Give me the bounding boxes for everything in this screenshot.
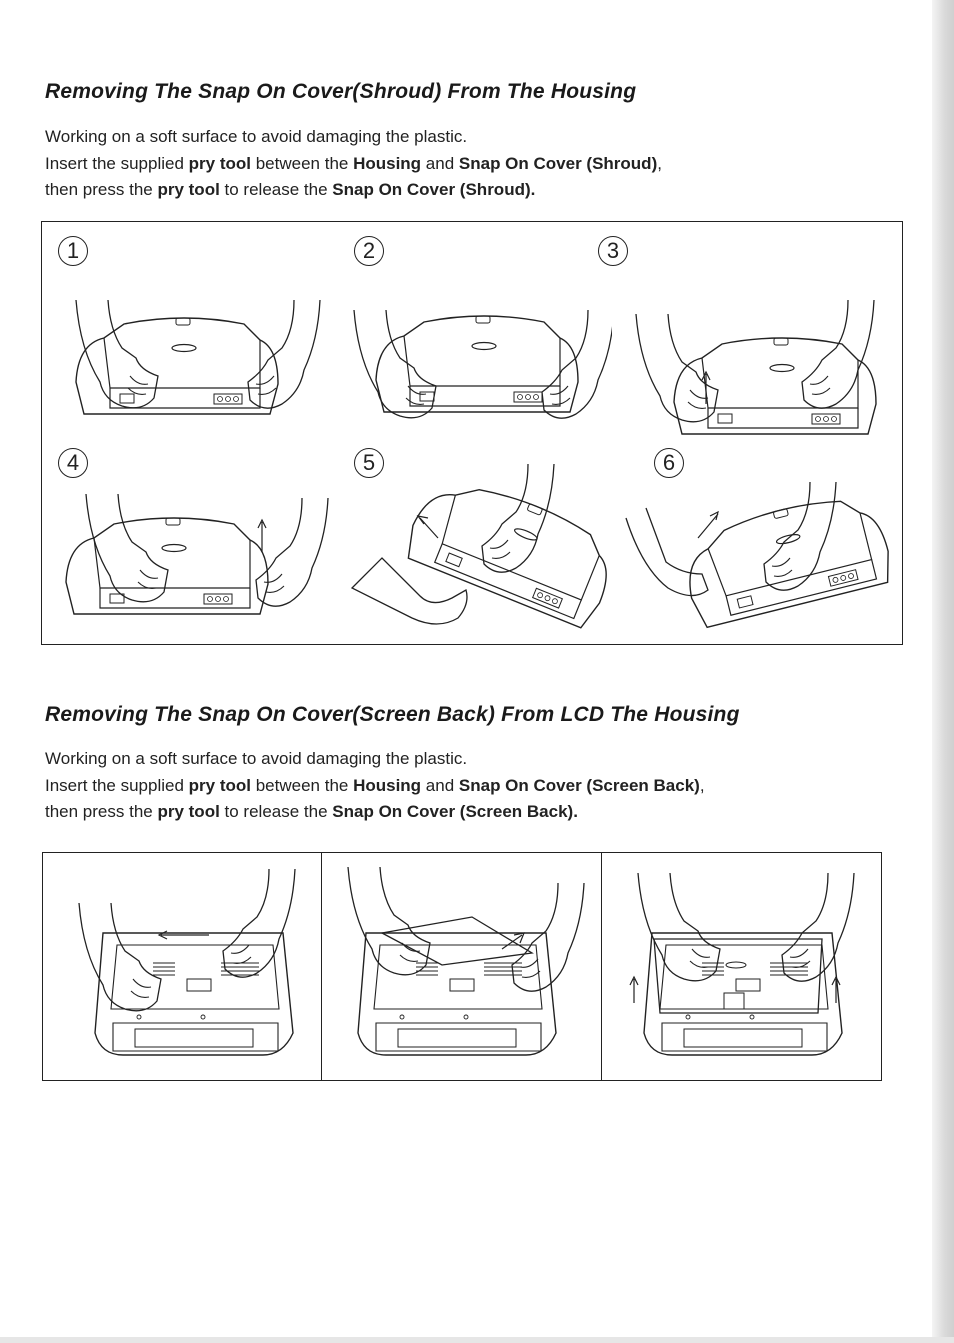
step-5-figure bbox=[350, 463, 625, 632]
lift-arrow-icon bbox=[629, 975, 639, 1003]
section2-cover-term: Snap On Cover (Screen Back). bbox=[332, 802, 578, 821]
section2-pry-tool-term: pry tool bbox=[188, 775, 251, 795]
section1-pry-tool-term: pry tool bbox=[157, 180, 220, 199]
section2-title: Removing The Snap On Cover(Screen Back) … bbox=[45, 703, 740, 726]
section1-line2-text: between the bbox=[251, 153, 354, 173]
lift-arrow-icon bbox=[416, 515, 439, 539]
section2-pry-tool-term: pry tool bbox=[157, 802, 220, 821]
section2-line2-text: between the bbox=[251, 775, 354, 795]
section2-line2-text: Insert the supplied bbox=[45, 775, 189, 795]
screen-back-panel-3 bbox=[601, 853, 880, 1080]
step-number-4: 4 bbox=[58, 448, 88, 478]
section1-line2-text: and bbox=[421, 153, 459, 173]
section2-line2-text: , bbox=[699, 775, 705, 795]
screen-back-panel-2 bbox=[321, 853, 601, 1080]
section1-cover-term: Snap On Cover (Shroud) bbox=[458, 153, 658, 173]
lift-arrow-icon bbox=[831, 975, 841, 1003]
section1-line3-text: to release the bbox=[219, 180, 333, 199]
page-bottom-edge bbox=[0, 1337, 954, 1343]
section1-pry-tool-term: pry tool bbox=[188, 153, 251, 173]
section1-cover-term: Snap On Cover (Shroud). bbox=[332, 180, 536, 199]
section1-line2-text: , bbox=[657, 153, 662, 173]
step-number-3: 3 bbox=[598, 236, 628, 266]
lift-arrow-icon bbox=[697, 510, 719, 539]
lift-arrow-icon bbox=[257, 518, 267, 552]
section1-instructions: Working on a soft surface to avoid damag… bbox=[45, 124, 662, 204]
step-number-6: 6 bbox=[654, 448, 684, 478]
page-edge-shadow bbox=[932, 0, 954, 1343]
shroud-removal-illustration: 1 2 3 4 5 6 bbox=[41, 221, 903, 645]
section1-line3-text: then press the bbox=[45, 180, 158, 199]
lift-arrow-icon bbox=[701, 370, 711, 404]
step-2-figure bbox=[353, 309, 612, 419]
section1-housing-term: Housing bbox=[353, 153, 422, 173]
screen-back-step-1-figure bbox=[78, 868, 296, 1056]
section2-cover-term: Snap On Cover (Screen Back) bbox=[458, 775, 700, 795]
screen-back-step-3-figure bbox=[629, 872, 855, 1056]
step-4-figure bbox=[65, 493, 329, 615]
step-1-figure bbox=[75, 299, 321, 415]
section1-line1: Working on a soft surface to avoid damag… bbox=[45, 127, 468, 146]
section2-line1: Working on a soft surface to avoid damag… bbox=[45, 749, 468, 768]
section2-line3-text: then press the bbox=[45, 802, 158, 821]
section2-line2-text: and bbox=[421, 775, 459, 795]
screen-back-removal-illustration bbox=[42, 852, 882, 1081]
screen-back-panel-1 bbox=[43, 853, 321, 1080]
lift-arrow-icon bbox=[501, 932, 525, 950]
section1-line2-text: Insert the supplied bbox=[45, 153, 189, 173]
step-number-1: 1 bbox=[58, 236, 88, 266]
screen-back-step-2-figure bbox=[347, 866, 585, 1056]
step-number-2: 2 bbox=[354, 236, 384, 266]
section2-line3-text: to release the bbox=[219, 802, 333, 821]
step-3-figure bbox=[635, 299, 877, 435]
section1-title: Removing The Snap On Cover(Shroud) From … bbox=[45, 80, 637, 103]
slide-arrow-icon bbox=[157, 930, 209, 940]
section2-instructions: Working on a soft surface to avoid damag… bbox=[45, 746, 705, 826]
step-6-figure bbox=[625, 481, 897, 630]
step-number-5: 5 bbox=[354, 448, 384, 478]
section2-housing-term: Housing bbox=[353, 775, 422, 795]
